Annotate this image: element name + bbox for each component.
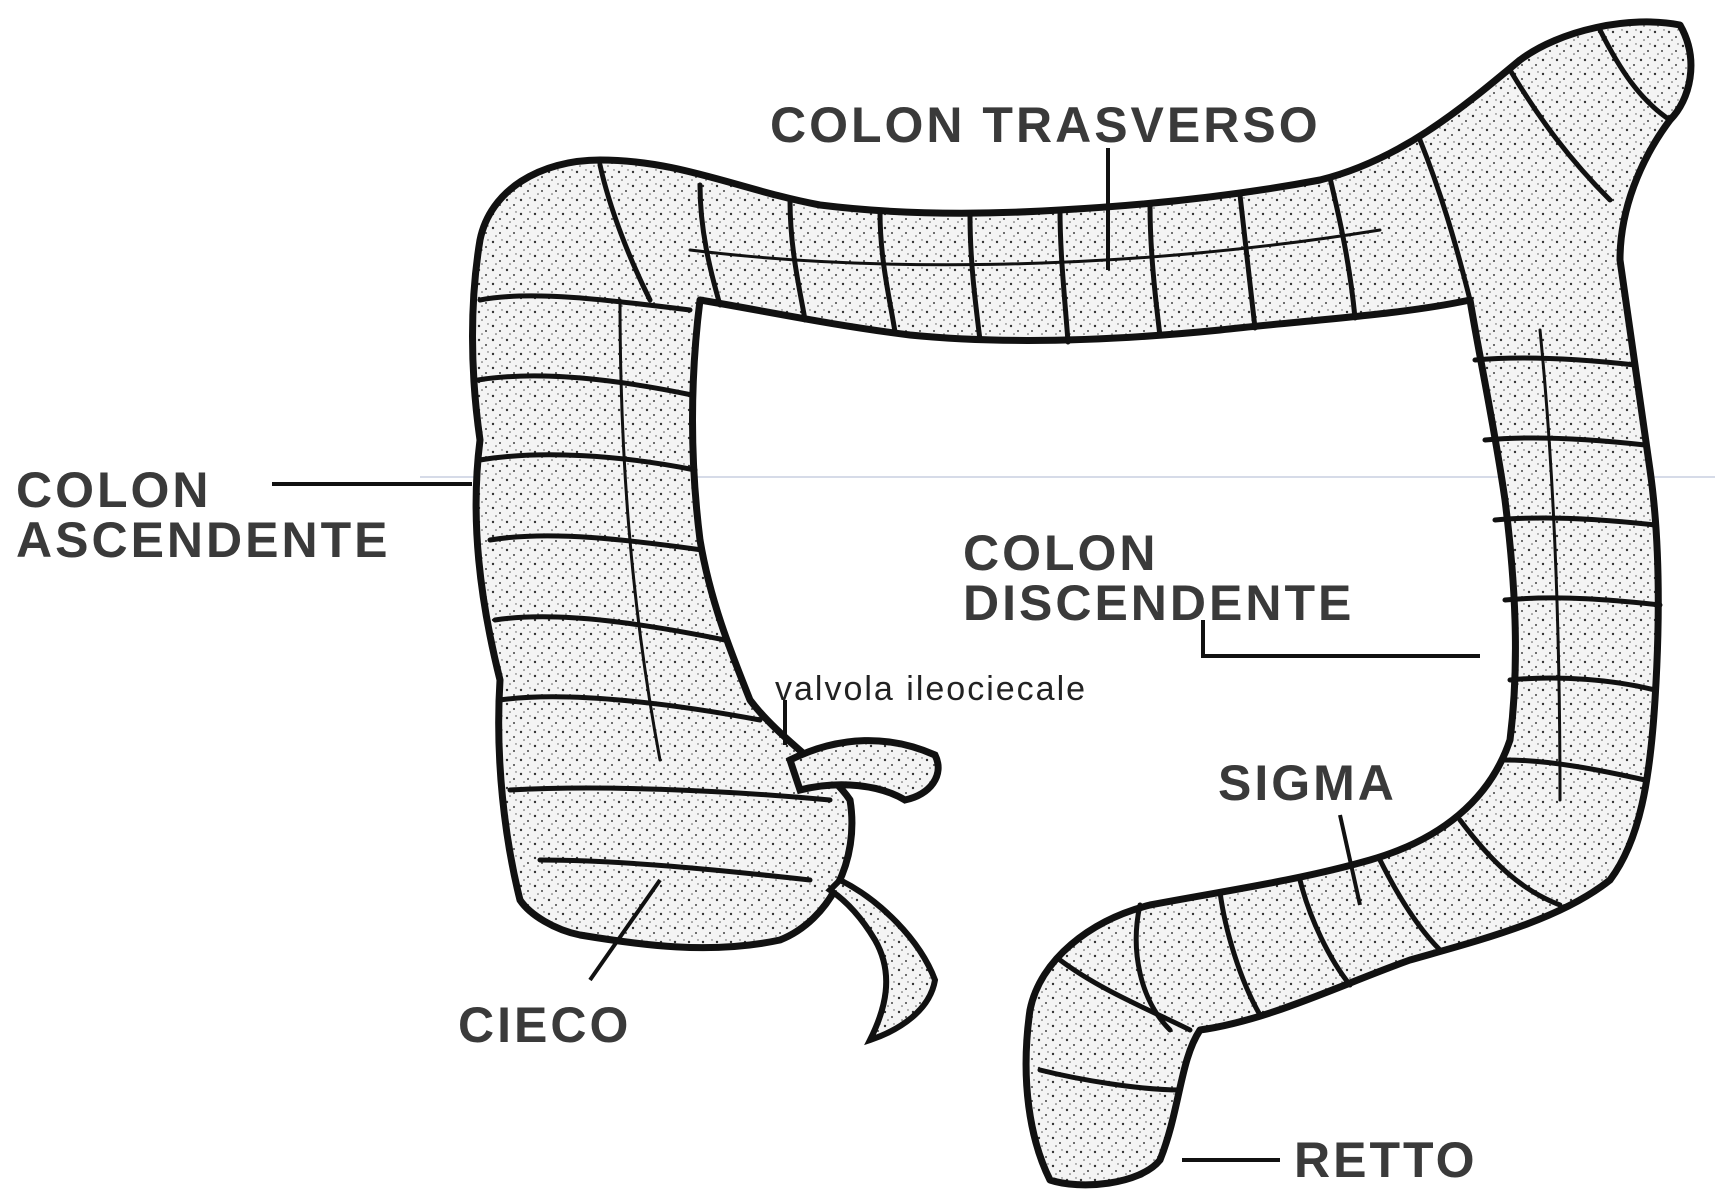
label-valvola-ileociecale: valvola ileociecale [775,672,1087,706]
label-sigma: SIGMA [1218,758,1397,808]
label-colon-discendente-line2: DISCENDENTE [963,578,1354,628]
label-colon-ascendente-line1: COLON [16,465,390,515]
label-colon-trasverso: COLON TRASVERSO [770,100,1321,150]
label-colon-discendente-line1: COLON [963,528,1354,578]
label-cieco: CIECO [458,1000,631,1050]
label-retto: RETTO [1294,1135,1478,1185]
appendix [830,880,935,1040]
label-colon-ascendente-line2: ASCENDENTE [16,515,390,565]
label-colon-ascendente: COLON ASCENDENTE [16,465,390,565]
label-colon-discendente: COLON DISCENDENTE [963,528,1354,628]
